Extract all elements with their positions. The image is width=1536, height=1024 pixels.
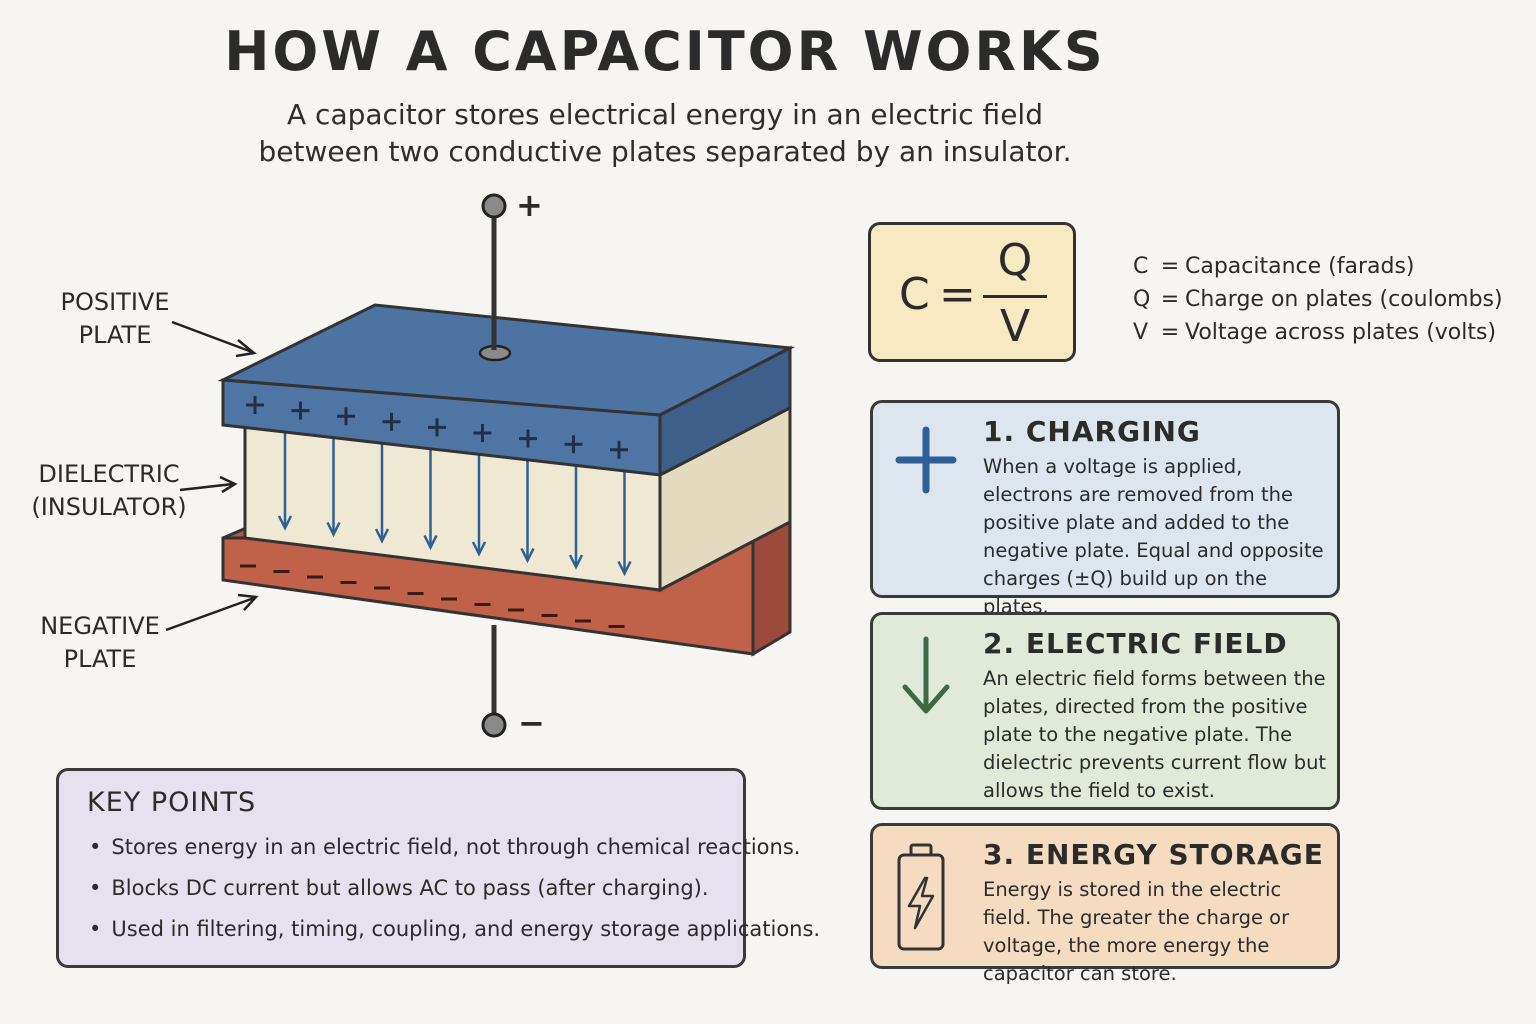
field-arrow-head (423, 534, 438, 551)
formula-denominator: V (999, 301, 1031, 352)
card-title: 2. ELECTRIC FIELD (983, 627, 1288, 660)
page-title: HOW A CAPACITOR WORKS (224, 20, 1106, 83)
page-subtitle: A capacitor stores electrical energy in … (258, 98, 1072, 168)
field-arrow (423, 445, 438, 551)
capacitor-diagram (165, 193, 796, 738)
plus-sign (564, 435, 583, 454)
battery-icon (897, 843, 945, 951)
positive-label-arrow (171, 320, 253, 354)
definition-row: C=Capacitance (farads) (1133, 254, 1415, 279)
field-arrow (374, 440, 390, 544)
formula-definitions: C=Capacitance (farads) Q=Charge on plate… (1133, 250, 1503, 349)
arrow-down-icon (902, 636, 950, 714)
field-arrow (277, 430, 293, 531)
field-arrow (617, 465, 632, 577)
field-arrow-head (326, 521, 341, 538)
electric-field-arrows (277, 430, 632, 577)
field-arrow (471, 450, 487, 557)
field-arrow (326, 435, 341, 538)
formula-equals: = (939, 269, 976, 320)
plus-sign (610, 440, 628, 459)
plus-icon (895, 426, 957, 494)
energy-storage-card: 3. ENERGY STORAGE Energy is stored in th… (870, 823, 1340, 985)
plus-sign (382, 412, 401, 431)
field-arrow (568, 460, 584, 570)
positive-charge-signs (246, 396, 628, 459)
electric-field-card: 2. ELECTRIC FIELD An electric field form… (870, 612, 1340, 810)
formula-box: C = Q V (868, 222, 1076, 362)
field-arrow-head (520, 547, 535, 564)
card-text: Energy is stored in the electric field. … (983, 878, 1290, 985)
dielectric-label-arrow (179, 482, 234, 492)
formula-lhs: C (899, 269, 930, 320)
formula-numerator: Q (997, 235, 1033, 286)
list-item: Used in filtering, timing, coupling, and… (89, 909, 820, 950)
plus-sign (246, 396, 264, 414)
list-item: Blocks DC current but allows AC to pass … (89, 868, 820, 909)
positive-terminal (481, 193, 507, 219)
key-points-list: Stores energy in an electric field, not … (89, 827, 820, 950)
card-title: 1. CHARGING (983, 415, 1201, 448)
field-arrow-head (568, 554, 584, 570)
dielectric-label: DIELECTRIC(INSULATOR) (31, 460, 187, 521)
field-arrow-head (471, 541, 487, 557)
negative-label-arrow (165, 596, 255, 632)
list-item: Stores energy in an electric field, not … (89, 827, 820, 868)
field-arrow-head (277, 515, 293, 531)
charging-card: 1. CHARGING When a voltage is applied, e… (870, 400, 1340, 618)
card-title: 3. ENERGY STORAGE (983, 838, 1324, 871)
card-text: When a voltage is applied, electrons are… (983, 455, 1324, 618)
plus-sign (519, 429, 537, 448)
definition-row: V=Voltage across plates (volts) (1133, 320, 1497, 345)
definition-row: Q=Charge on plates (coulombs) (1133, 287, 1503, 312)
plus-sign (291, 401, 310, 420)
negative-terminal-sign: − (518, 704, 545, 742)
plus-sign (337, 407, 355, 426)
negative-terminal (481, 712, 507, 738)
negative-charge-signs (240, 564, 625, 628)
key-points-box: KEY POINTS Stores energy in an electric … (56, 768, 820, 968)
plus-sign (473, 424, 492, 442)
negative-plate-side (751, 519, 792, 657)
field-arrow (520, 455, 535, 564)
field-arrow-head (617, 560, 632, 577)
card-text: An electric field forms between the plat… (983, 667, 1327, 802)
positive-terminal-sign: + (516, 186, 543, 224)
key-points-title: KEY POINTS (87, 787, 257, 818)
plus-sign (428, 418, 446, 437)
fraction-bar (983, 295, 1047, 298)
field-arrow-head (374, 528, 390, 544)
